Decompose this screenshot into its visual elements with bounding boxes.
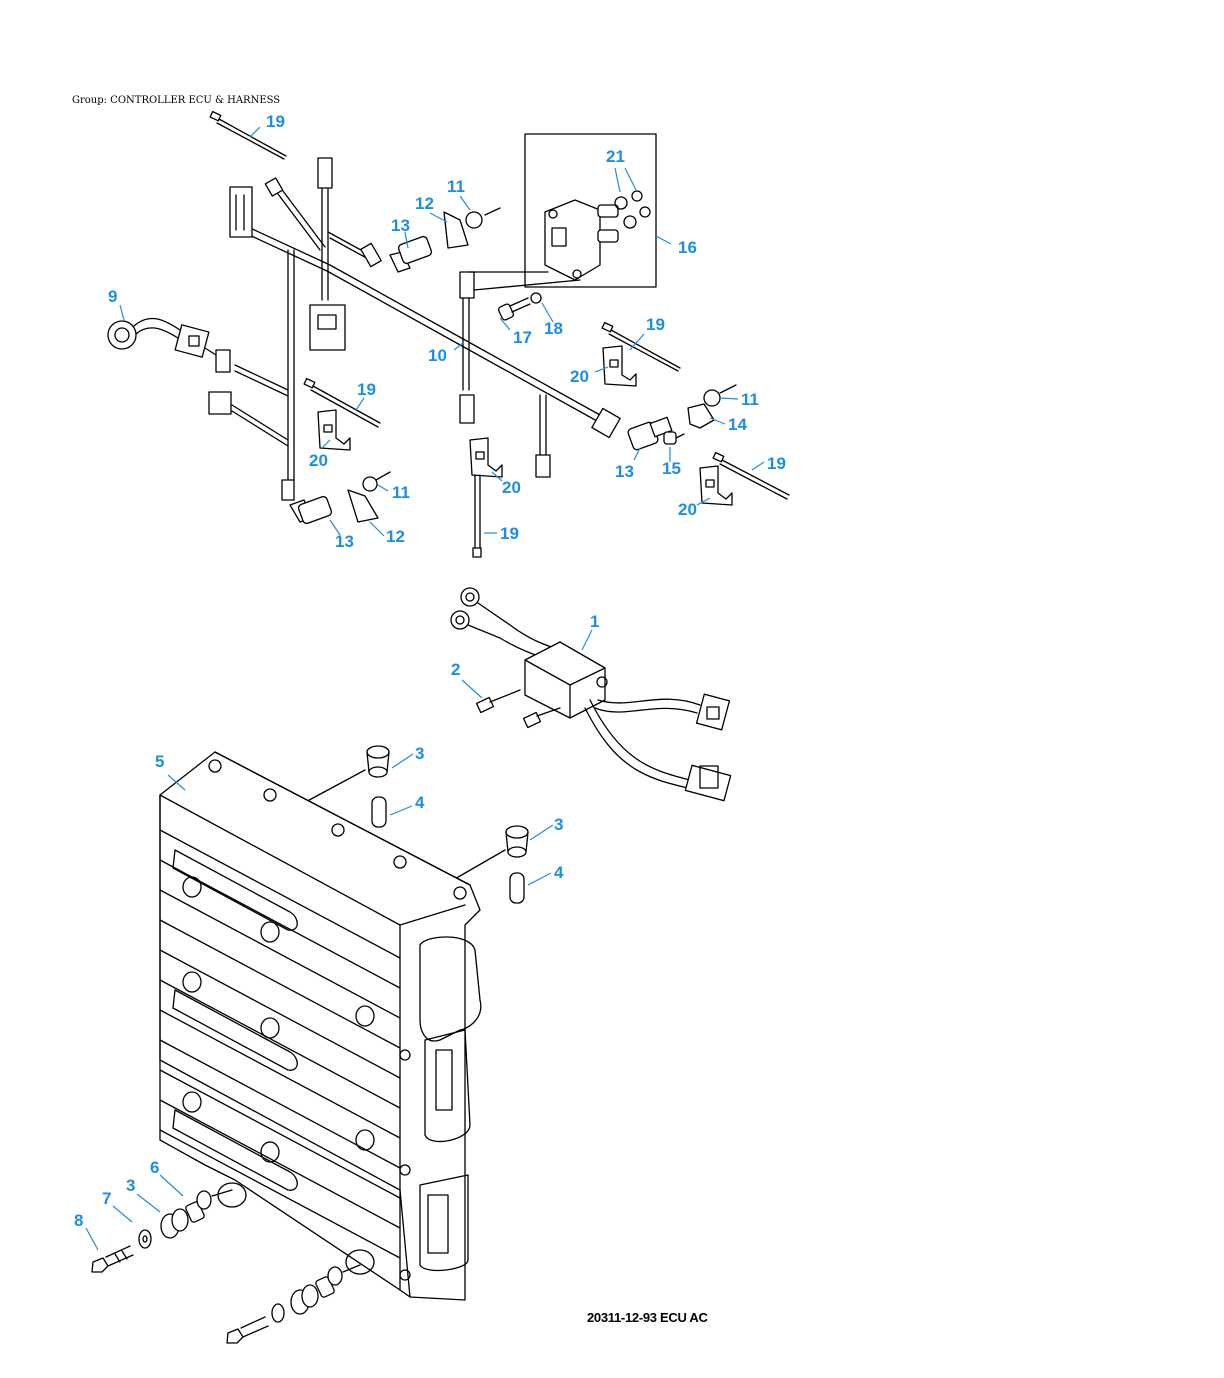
sleeve-4-right [509,872,525,904]
bracket-20-c [469,437,503,478]
callout-19-right-upper: 19 [646,315,665,334]
callout-11-right: 11 [741,390,759,409]
figure-caption: 20311-12-93 ECU AC [587,1310,708,1325]
callout-13-lower: 13 [335,532,354,551]
callout-19-vertical: 19 [500,524,519,543]
cable-tie-19-top [209,110,287,160]
callout-labels: 19 21 11 12 13 16 9 17 18 19 10 20 19 11… [74,112,786,1230]
callout-20-middle: 20 [502,478,521,497]
cable-tie-19-vertical [472,474,482,558]
callout-20-left-middle: 20 [309,451,328,470]
hardware-8-7-3-6-upper [91,1189,233,1273]
callout-3-upper: 3 [415,744,424,763]
filter-module-1 [450,587,732,802]
bracket-20-b [317,409,351,451]
callout-14: 14 [728,415,747,434]
sensor-9 [107,317,217,358]
callout-20-right-lower: 20 [678,500,697,519]
grommet-3-upper [366,745,390,778]
callout-17: 17 [513,328,532,347]
callout-19-right-lower: 19 [767,454,786,473]
callout-11-lower: 11 [392,483,410,502]
callout-13-upper: 13 [391,216,410,235]
callout-5: 5 [155,752,164,771]
bracket-20-a [602,345,637,387]
callout-16: 16 [678,238,697,257]
callout-3-lower: 3 [126,1176,135,1195]
diagram-linework [91,110,790,1344]
valve-block-16 [468,133,657,291]
callout-19-left-middle: 19 [357,380,376,399]
callout-12-upper: 12 [415,194,434,213]
hardware-stack-lower [226,1264,361,1344]
callout-6: 6 [150,1158,159,1177]
wiring-harness-10 [208,157,621,501]
callout-2: 2 [451,660,460,679]
callout-7: 7 [102,1189,111,1208]
callout-10: 10 [428,346,447,365]
grommet-3-right [505,825,529,858]
leader-lines [85,126,765,1251]
callout-8: 8 [74,1211,83,1230]
bracket-20-d [699,465,733,506]
ecu-housing-5 [159,751,482,1301]
callout-19-top-left: 19 [266,112,285,131]
group-label: Group: CONTROLLER ECU & HARNESS [72,95,281,106]
cable-tie-19-left-middle [303,377,381,428]
callout-20-right-upper: 20 [570,367,589,386]
callout-15: 15 [662,459,681,478]
callout-4-upper: 4 [415,793,425,812]
bolt-17-washer-18 [497,292,542,321]
cable-tie-19-right-lower [712,451,790,500]
switch-13-right [627,384,737,451]
callout-18: 18 [544,319,563,338]
callout-13-right: 13 [615,462,634,481]
callout-9: 9 [108,287,117,306]
sleeve-4-upper [371,796,387,828]
switch-13-lower [289,471,391,525]
callout-3-right: 3 [554,815,563,834]
callout-11-upper: 11 [447,177,465,196]
cable-tie-19-right-upper [601,321,681,372]
callout-4-right: 4 [554,863,564,882]
callout-1: 1 [590,612,599,631]
callout-12-lower: 12 [386,527,405,546]
callout-21: 21 [606,147,625,166]
